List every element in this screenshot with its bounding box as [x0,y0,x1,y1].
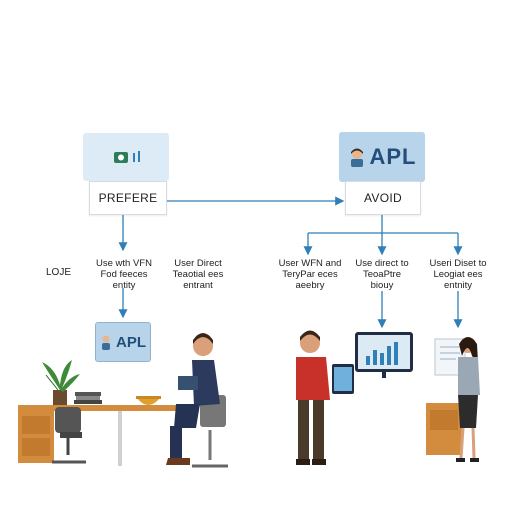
left-branch-2: User Direct Teaotial ees entrant [162,258,234,291]
left-branch-1-line1: Use wth VFN [96,258,152,269]
monitor-card: APL [95,322,151,362]
left-chair [52,407,86,464]
right-branch-3: Useri Diset to Leogiat ees entnity [420,258,496,291]
left-branch-2-line2: Teaotial ees [172,269,224,280]
right-branch-3-line2: Leogiat ees [433,269,483,280]
right-node-card: APL [339,132,425,182]
right-branch-2: Use direct to TeoaPtre biouy [346,258,418,291]
plant-illustration [42,360,80,406]
right-branch-1-line2: TeryPar eces [282,269,338,280]
wall-monitor [355,332,413,378]
avoid-label: AVOID [345,181,421,215]
right-branch-2-line1: Use direct to [355,258,409,269]
right-branch-2-line2: TeoaPtre [362,269,402,280]
right-branch-3-line1: Useri Diset to [429,258,487,269]
seated-man [166,333,228,468]
person-icon [350,148,363,167]
prefere-label: PREFERE [89,181,167,215]
left-branch-2-line1: User Direct [174,258,222,269]
left-branch-1-line3: entity [112,280,136,291]
standing-woman [456,337,480,462]
right-branch-3-line3: entnity [444,280,472,291]
monitor-card-text: APL [116,333,146,351]
right-branch-1-line1: User WFN and [278,258,342,269]
camera-icon [114,151,140,163]
left-node-card [83,133,169,181]
book-stack [74,392,102,404]
person-icon [102,335,110,350]
right-branch-1: User WFN and TeryPar eces aeebry [274,258,346,291]
right-branch-2-line3: biouy [370,280,394,291]
left-desk [18,405,176,466]
right-branch-1-line3: aeebry [295,280,325,291]
right-card-text: APL [369,144,417,169]
bowl [136,396,161,405]
right-desk [426,403,462,455]
side-label: LOJE [46,267,72,278]
left-branch-1-line2: Fod feeces [100,269,148,280]
left-branch-2-line3: entrant [183,280,213,291]
left-branch-1: Use wth VFN Fod feeces entity [88,258,160,291]
standing-man [296,330,354,465]
